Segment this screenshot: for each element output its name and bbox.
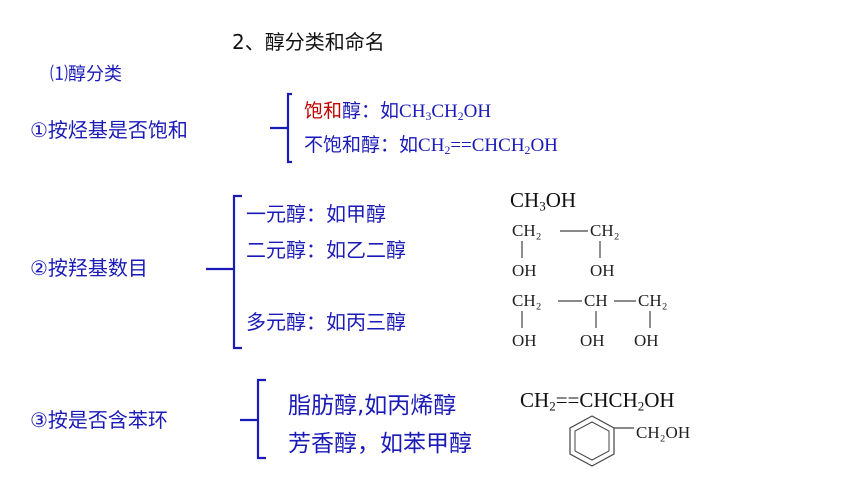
section-1-brace xyxy=(270,92,292,164)
unsaturated-name: 不饱和醇： xyxy=(304,135,400,156)
eg-oh-1: OH xyxy=(512,261,537,280)
benzene-inner xyxy=(574,421,610,461)
formula-part: ==CHCH xyxy=(555,388,638,412)
gly-group-3: CH₂ xyxy=(638,291,668,310)
formula-sub: 3 xyxy=(539,198,546,214)
formula-part: CH xyxy=(431,101,458,122)
item-unsaturated-alcohol: 不饱和醇：如CH2==CHCH2OH xyxy=(304,130,558,157)
allyl-alcohol-formula: CH2==CHCH2OH xyxy=(520,388,675,413)
formula-part: OH xyxy=(545,188,577,212)
gly-oh-2: OH xyxy=(580,331,605,350)
gly-oh-1: OH xyxy=(512,331,537,350)
saturated-red-text: 饱和 xyxy=(304,101,343,122)
formula-part: ==CHCH xyxy=(450,135,525,156)
formula-sub: 2 xyxy=(524,143,531,157)
saturated-rest-text: 醇： xyxy=(342,101,381,122)
formula-part: OH xyxy=(463,101,492,122)
formula-sub: 2 xyxy=(457,109,464,123)
section-1-label: ①按烃基是否饱和 xyxy=(30,118,188,142)
formula-part: CH xyxy=(510,188,540,212)
formula-sub: 2 xyxy=(444,143,451,157)
methanol-formula: CH3OH xyxy=(510,188,576,213)
formula-sub: 3 xyxy=(425,109,432,123)
benzene-ring xyxy=(569,415,615,467)
ethylene-glycol-structure: CH₂ CH₂ OH OH xyxy=(512,221,620,280)
formula-part: CH xyxy=(520,388,550,412)
subtitle: ⑴醇分类 xyxy=(50,64,122,85)
gly-group-1: CH₂ xyxy=(512,291,542,310)
benzyl-alcohol-structure: CH₂OH xyxy=(569,415,690,467)
glycerol-structure: CH₂ CH CH₂ OH OH OH xyxy=(512,291,668,350)
formula-part: CH xyxy=(418,135,445,156)
item-polyhydric: 多元醇：如丙三醇 xyxy=(246,310,406,334)
item-aromatic: 芳香醇，如苯甲醇 xyxy=(288,431,472,457)
gly-oh-3: OH xyxy=(634,331,659,350)
section-2-brace xyxy=(206,194,242,350)
item-dihydric: 二元醇：如乙二醇 xyxy=(246,238,406,262)
benzyl-substituent: CH₂OH xyxy=(636,423,690,442)
formula-part: OH xyxy=(530,135,558,156)
formula-part: OH xyxy=(644,388,675,412)
eg-oh-2: OH xyxy=(590,261,615,280)
formula-part: CH xyxy=(399,101,426,122)
formula-sub: 2 xyxy=(637,398,645,414)
item-aliphatic: 脂肪醇,如丙烯醇 xyxy=(288,393,457,419)
gly-group-2: CH xyxy=(584,291,608,310)
section-2-label: ②按羟基数目 xyxy=(30,256,148,280)
unsaturated-example-prefix: 如 xyxy=(399,135,419,156)
section-3-label: ③按是否含苯环 xyxy=(30,408,168,432)
formula-sub: 2 xyxy=(549,398,556,414)
item-saturated-alcohol: 饱和醇：如CH3CH2OH xyxy=(304,96,491,123)
page-title: 2、醇分类和命名 xyxy=(232,30,385,54)
section-3-brace xyxy=(240,378,266,460)
saturated-example-prefix: 如 xyxy=(380,101,400,122)
eg-group-2: CH₂ xyxy=(590,221,620,240)
item-monohydric: 一元醇：如甲醇 xyxy=(246,202,386,226)
eg-group-1: CH₂ xyxy=(512,221,542,240)
